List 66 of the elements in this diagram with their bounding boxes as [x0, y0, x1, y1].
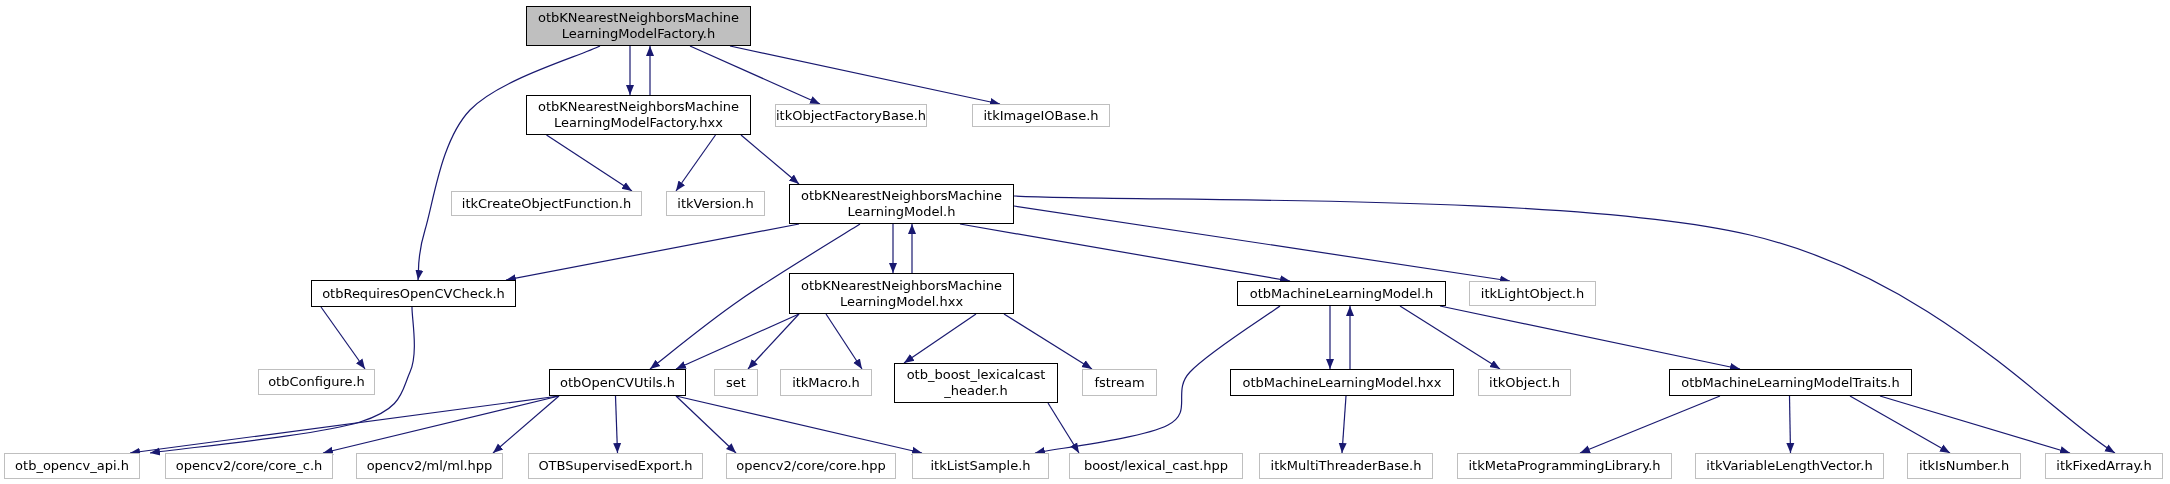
arrow	[322, 395, 560, 455]
arrow	[825, 313, 863, 370]
arrow	[689, 45, 821, 105]
arrow	[1338, 395, 1347, 454]
file-box: fstream	[1082, 369, 1157, 396]
file-box: OTBSupervisedExport.h	[528, 453, 703, 479]
file-box: itkVariableLengthVector.h	[1695, 453, 1884, 479]
file-box: itkImageIOBase.h	[972, 104, 1110, 127]
file-box: otbOpenCVUtils.h	[549, 369, 686, 396]
file-box: otbRequiresOpenCVCheck.h	[311, 280, 516, 307]
arrow	[908, 223, 916, 274]
file-box: otbKNearestNeighborsMachine LearningModel.h	[789, 184, 1014, 224]
file-box: otbKNearestNeighborsMachine LearningModelFactory.hxx	[526, 95, 751, 135]
arrow	[1399, 305, 1501, 370]
file-box: otbConfigure.h	[258, 369, 375, 395]
file-box: otb_opencv_api.h	[4, 453, 140, 479]
arrow	[1047, 402, 1080, 454]
arrow	[1346, 305, 1354, 370]
arrow	[1579, 395, 1721, 454]
arrow	[1013, 195, 2116, 454]
arrow	[149, 306, 415, 456]
file-box: boost/lexical_cast.hpp	[1069, 453, 1243, 479]
file-box: otbMachineLearningModelTraits.h	[1669, 369, 1912, 396]
arrow	[1326, 305, 1334, 370]
arrow	[675, 134, 717, 192]
arrow	[675, 395, 737, 454]
arrow	[492, 395, 560, 454]
arrow	[747, 313, 800, 370]
file-box: itkObjectFactoryBase.h	[775, 104, 927, 127]
file-box: itkListSample.h	[912, 453, 1049, 479]
arrow	[1849, 395, 1951, 454]
arrow	[1003, 313, 1093, 370]
arrow	[649, 223, 861, 370]
arrow	[675, 395, 923, 455]
arrow	[613, 395, 622, 454]
arrow	[675, 313, 800, 370]
file-box: opencv2/core/core_c.h	[165, 453, 333, 479]
file-box: opencv2/ml/ml.hpp	[356, 453, 503, 479]
arrow	[1879, 395, 2071, 454]
file-box: itkCreateObjectFunction.h	[451, 191, 642, 216]
file-box: itkMacro.h	[780, 369, 872, 396]
file-box: otbMachineLearningModel.hxx	[1230, 369, 1454, 396]
file-box: opencv2/core/core.hpp	[726, 453, 896, 479]
arrow	[740, 134, 800, 185]
arrow	[646, 45, 654, 96]
arrow	[889, 223, 897, 274]
arrow	[1786, 395, 1795, 454]
file-box: otbKNearestNeighborsMachine LearningModel.hxx	[789, 273, 1014, 314]
arrow	[729, 45, 1001, 106]
file-box: set	[714, 369, 758, 396]
file-box: itkMultiThreaderBase.h	[1259, 453, 1433, 479]
file-box: itkFixedArray.h	[2045, 453, 2163, 479]
arrow	[415, 45, 601, 281]
file-box: otbKNearestNeighborsMachine LearningModelFactory.h	[526, 6, 751, 46]
file-box: itkMetaProgrammingLibrary.h	[1457, 453, 1672, 479]
arrow	[903, 313, 977, 364]
arrow	[545, 134, 633, 192]
file-box: itkLightObject.h	[1469, 281, 1596, 306]
file-box: otbMachineLearningModel.h	[1237, 281, 1446, 306]
file-box: itkVersion.h	[666, 191, 765, 216]
file-box: itkObject.h	[1478, 369, 1571, 396]
arrow	[320, 306, 366, 370]
file-box: otb_boost_lexicalcast _header.h	[894, 363, 1058, 403]
arrow	[626, 45, 634, 96]
file-box: itkIsNumber.h	[1907, 453, 2021, 479]
arrow	[1439, 305, 1741, 371]
